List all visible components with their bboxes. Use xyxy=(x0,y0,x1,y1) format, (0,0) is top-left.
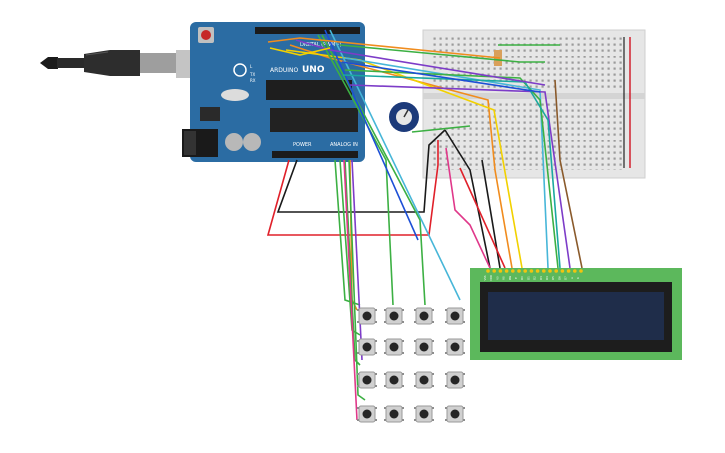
led-l-label: L xyxy=(250,64,253,69)
wire-pink-keypad xyxy=(343,159,358,421)
led-rx-label: RX xyxy=(250,78,256,83)
lcd-pin xyxy=(542,269,546,273)
usb-cable xyxy=(40,50,204,78)
analog-label: ANALOG IN xyxy=(330,142,358,148)
wire-green-4 xyxy=(348,159,366,401)
lcd-pin-label: V0 xyxy=(495,276,499,280)
lcd-pin xyxy=(573,269,577,273)
lcd-pin xyxy=(511,269,515,273)
lcd-pin xyxy=(554,269,558,273)
push-button[interactable] xyxy=(357,371,377,389)
lcd-pin-label: D1 xyxy=(526,276,530,280)
wire-teal-lcd xyxy=(342,74,561,269)
push-button[interactable] xyxy=(445,307,465,325)
wire-brown-lcd xyxy=(554,79,583,269)
push-button[interactable] xyxy=(445,405,465,423)
push-button[interactable] xyxy=(414,405,434,423)
wire-orange-top xyxy=(267,37,501,59)
wires xyxy=(266,29,583,421)
push-button[interactable] xyxy=(357,307,377,325)
lcd-pin xyxy=(579,269,583,273)
wire-yellow xyxy=(285,49,523,269)
lcd-pin-label: A xyxy=(570,277,574,279)
capacitor xyxy=(225,133,243,151)
digital-header xyxy=(255,27,360,34)
lcd-pin xyxy=(523,269,527,273)
push-button[interactable] xyxy=(414,307,434,325)
push-button[interactable] xyxy=(414,371,434,389)
lcd-pin-label: D5 xyxy=(551,276,555,280)
wire-green-pot xyxy=(411,125,471,133)
lcd-pin xyxy=(535,269,540,273)
wire-blue xyxy=(324,29,419,241)
lcd-pin xyxy=(517,269,521,273)
power-label: POWER xyxy=(293,142,312,148)
wire-pink xyxy=(445,147,491,269)
breadboard xyxy=(422,29,646,179)
push-button[interactable] xyxy=(445,371,465,389)
wire-green-3 xyxy=(344,159,361,366)
push-button[interactable] xyxy=(414,338,434,356)
lcd-pin-label: D3 xyxy=(539,276,543,280)
wire-cyan-lcd xyxy=(344,57,549,269)
wire-purple-lcd xyxy=(349,84,571,269)
lcd-screen xyxy=(488,292,664,340)
lcd-pin-label: K xyxy=(576,277,580,279)
arduino-brand: ARDUINO xyxy=(270,67,299,74)
lcd-pin-label: D6 xyxy=(557,276,561,280)
lcd-pin xyxy=(498,269,503,273)
lcd-pin-label: VDD xyxy=(489,275,493,281)
wire-green-long-a xyxy=(317,34,394,306)
wire-black-lcd xyxy=(444,129,491,269)
push-button[interactable] xyxy=(384,338,404,356)
push-button[interactable] xyxy=(384,307,404,325)
arduino-model: UNO xyxy=(302,65,325,75)
push-button[interactable] xyxy=(445,338,465,356)
lcd-pin-label: RW xyxy=(508,275,512,280)
push-button[interactable] xyxy=(357,405,377,423)
led-tx-label: TX xyxy=(249,72,255,77)
lcd-pin-label: E xyxy=(514,277,518,279)
potentiometer xyxy=(389,102,419,132)
wire-red-lcd xyxy=(459,167,506,269)
lcd-pin xyxy=(566,269,571,273)
lcd-pin-label: D7 xyxy=(564,276,568,280)
wire-purple-top xyxy=(295,39,546,86)
wire-black xyxy=(276,129,446,213)
lcd-pin-label: VSS xyxy=(483,275,487,280)
lcd-pin-label: D0 xyxy=(520,276,524,280)
lcd-pin xyxy=(548,269,552,273)
push-button[interactable] xyxy=(357,338,377,356)
lcd-pin-label: D4 xyxy=(545,276,549,280)
push-button[interactable] xyxy=(384,405,404,423)
arduino-uno-board: ARDUINO UNO DIGITAL (PWM~) ANALOG IN POW… xyxy=(182,22,365,162)
wire-purple xyxy=(351,159,363,361)
wire-green-top xyxy=(339,44,545,63)
lcd-pin-label: RS xyxy=(502,276,506,280)
wire-blue-top xyxy=(341,61,541,93)
keypad-4x4 xyxy=(357,307,465,423)
lcd-pin xyxy=(492,269,497,273)
lcd-pin xyxy=(529,269,534,273)
analog-power-header xyxy=(272,151,358,158)
push-button[interactable] xyxy=(384,371,404,389)
lcd-pin-label: D2 xyxy=(533,276,537,280)
lcd-pin xyxy=(504,269,509,273)
lcd-pin xyxy=(486,269,490,273)
digital-label: DIGITAL (PWM~) xyxy=(300,42,342,48)
usb-chip xyxy=(266,80,352,100)
wire-yellow-top xyxy=(269,47,331,56)
atmega-chip xyxy=(270,108,358,132)
lcd-pin xyxy=(560,269,565,273)
